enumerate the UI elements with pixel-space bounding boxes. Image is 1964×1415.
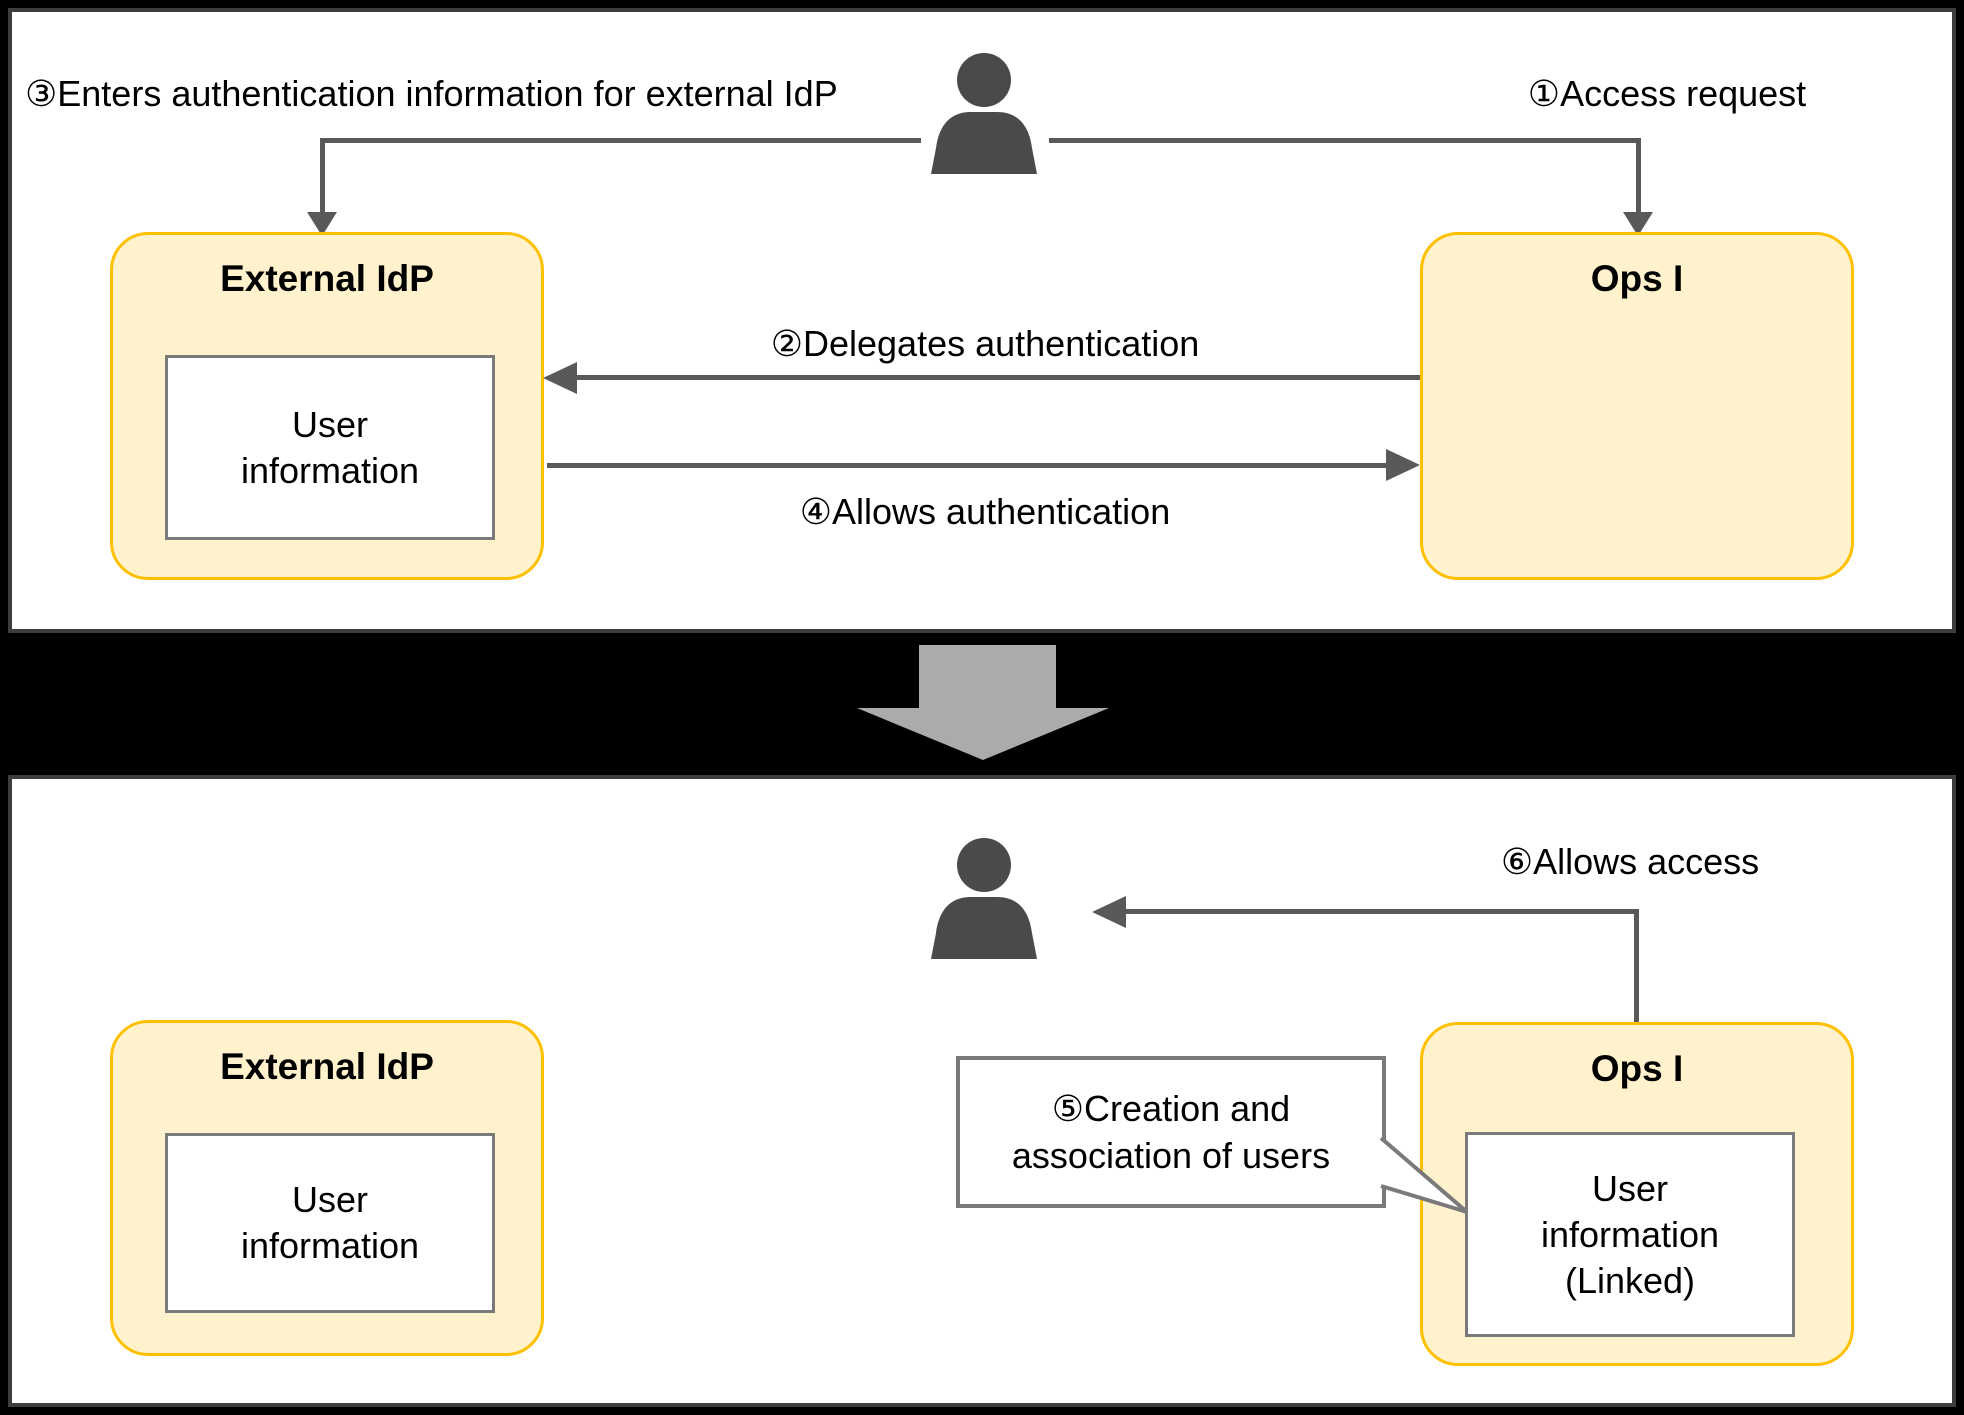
step6-label: ⑥Allows access [1500, 841, 1760, 882]
external-idp-box: External IdP User information [110, 1020, 544, 1356]
user-information-box: User information [165, 1133, 495, 1313]
step5-callout: ⑤Creation and association of users [956, 1056, 1386, 1208]
step3-arrow-horizontal [320, 138, 921, 143]
step1-arrow-vertical [1636, 138, 1641, 216]
user-information-text: User information [240, 403, 420, 491]
ops-box: Ops I [1420, 232, 1854, 580]
step6-arrow-vertical [1634, 909, 1639, 1026]
ops-title: Ops I [1590, 258, 1684, 299]
external-idp-box: External IdP User information [110, 232, 544, 580]
step2-label: ②Delegates authentication [770, 323, 1200, 364]
step1-label: ①Access request [1527, 73, 1807, 114]
big-down-arrow-icon [857, 645, 1109, 760]
external-idp-title: External IdP [220, 258, 434, 299]
step4-label: ④Allows authentication [799, 491, 1171, 532]
user-information-text: User information [240, 1179, 420, 1266]
step4-arrow-line [547, 463, 1386, 468]
top-panel: ③Enters authentication information for e… [8, 8, 1956, 633]
step6-arrow-horizontal [1120, 909, 1639, 914]
user-information-box: User information [165, 355, 495, 540]
step4-arrowhead-icon [1386, 449, 1420, 481]
user-information-linked-text: User information (Linked) [1540, 1167, 1720, 1301]
step2-arrowhead-icon [543, 362, 577, 394]
step1-arrow-horizontal [1049, 138, 1641, 143]
step3-label: ③Enters authentication information for e… [25, 73, 838, 114]
person-icon [931, 53, 1037, 174]
ops-box: Ops I User information (Linked) [1420, 1022, 1854, 1366]
ops-title: Ops I [1590, 1048, 1684, 1089]
bottom-panel: ⑥Allows access External IdP User informa… [8, 775, 1956, 1407]
external-idp-title: External IdP [220, 1046, 434, 1087]
user-information-linked-box: User information (Linked) [1465, 1132, 1795, 1337]
person-icon [931, 838, 1037, 959]
step2-arrow-line [577, 375, 1420, 380]
step6-arrowhead-icon [1092, 896, 1126, 928]
step5-callout-tail-icon [1379, 1136, 1469, 1214]
step3-arrow-vertical [320, 138, 325, 216]
step5-callout-text: ⑤Creation and association of users [1011, 1088, 1331, 1176]
